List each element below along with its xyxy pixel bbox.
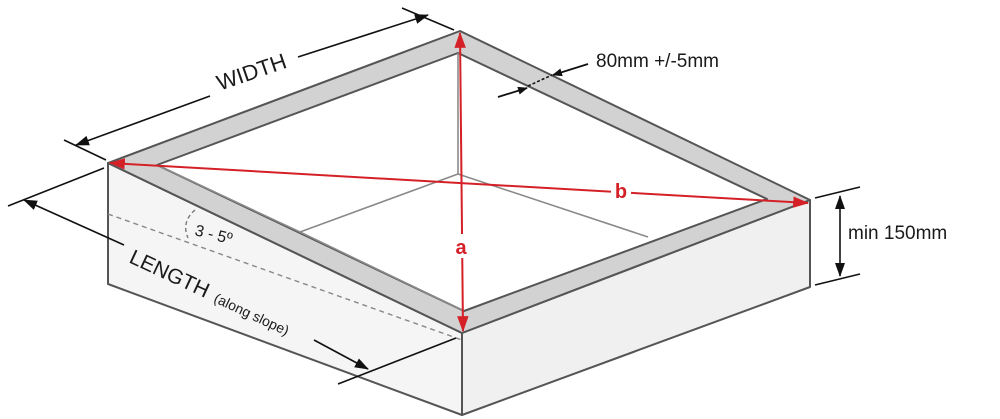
diagonal-a-line [454, 31, 469, 333]
length-extension-left [7, 167, 105, 207]
wall-thickness-dash [527, 74, 553, 87]
length-dimension-line-right [313, 339, 369, 370]
length-extension-right [337, 337, 457, 385]
diagonals: b a [108, 31, 810, 333]
diagonal-b-label: b [615, 181, 627, 203]
width-label: WIDTH [213, 48, 289, 95]
width-extension-right [401, 7, 455, 31]
wall-thickness-arrow-left [497, 86, 528, 98]
slope-angle-arc [185, 209, 196, 239]
width-dimension-line-left [75, 95, 211, 146]
wall-thickness-label: 80mm +/-5mm [596, 51, 719, 72]
width-extension-left [63, 139, 107, 161]
diagonal-a-label: a [455, 237, 467, 259]
inner-floor-line-1 [299, 173, 459, 233]
diagonal-b-line [108, 158, 810, 208]
box-body [107, 30, 811, 416]
min-height-label: min 150mm [848, 223, 947, 244]
length-dimension-line-left [23, 199, 125, 246]
height-extension-top [814, 186, 861, 199]
diagonal-a-label-bg [452, 234, 470, 258]
diagonal-b-label-bg [611, 178, 631, 202]
wall-thickness-dimension: 80mm +/-5mm [497, 51, 719, 98]
wall-thickness-arrow-right [552, 63, 589, 77]
width-dimension: WIDTH [63, 7, 455, 161]
width-dimension-line-right [297, 14, 429, 58]
height-extension-bottom [814, 273, 861, 286]
min-height-dimension: min 150mm [814, 186, 947, 286]
